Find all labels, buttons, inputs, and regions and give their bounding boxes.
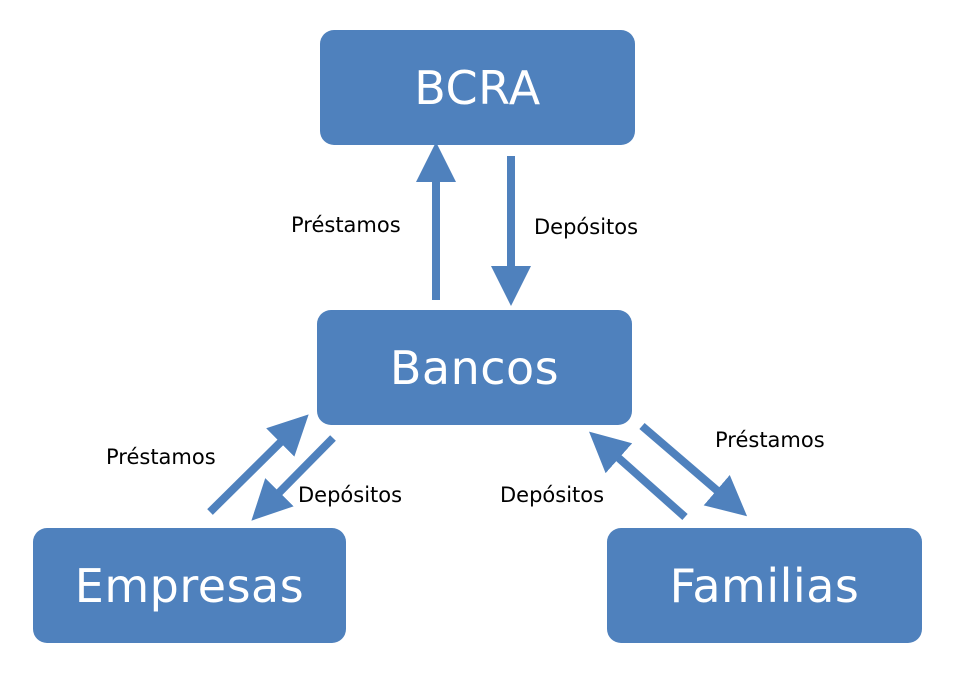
node-bcra: BCRA — [320, 30, 635, 145]
label-bancos-empresas-depositos: Depósitos — [298, 483, 403, 507]
node-bancos: Bancos — [317, 310, 632, 425]
label-bancos-familias-prestamos: Préstamos — [715, 428, 825, 452]
arrow-familias-to-bancos — [589, 431, 688, 520]
arrow-bancos-to-familias — [639, 422, 748, 517]
node-bancos-label: Bancos — [389, 340, 560, 395]
node-empresas-label: Empresas — [74, 558, 305, 613]
label-familias-bancos-depositos: Depósitos — [500, 483, 605, 507]
label-bancos-bcra-prestamos: Préstamos — [291, 213, 401, 237]
arrow-empresas-to-bancos — [207, 414, 309, 515]
label-empresas-bancos-prestamos: Préstamos — [106, 445, 216, 469]
node-empresas: Empresas — [33, 528, 346, 643]
arrow-bancos-to-empresas — [251, 435, 336, 521]
node-bcra-label: BCRA — [414, 60, 541, 115]
node-familias: Familias — [607, 528, 922, 643]
node-familias-label: Familias — [669, 558, 860, 613]
label-bcra-bancos-depositos: Depósitos — [534, 215, 639, 239]
